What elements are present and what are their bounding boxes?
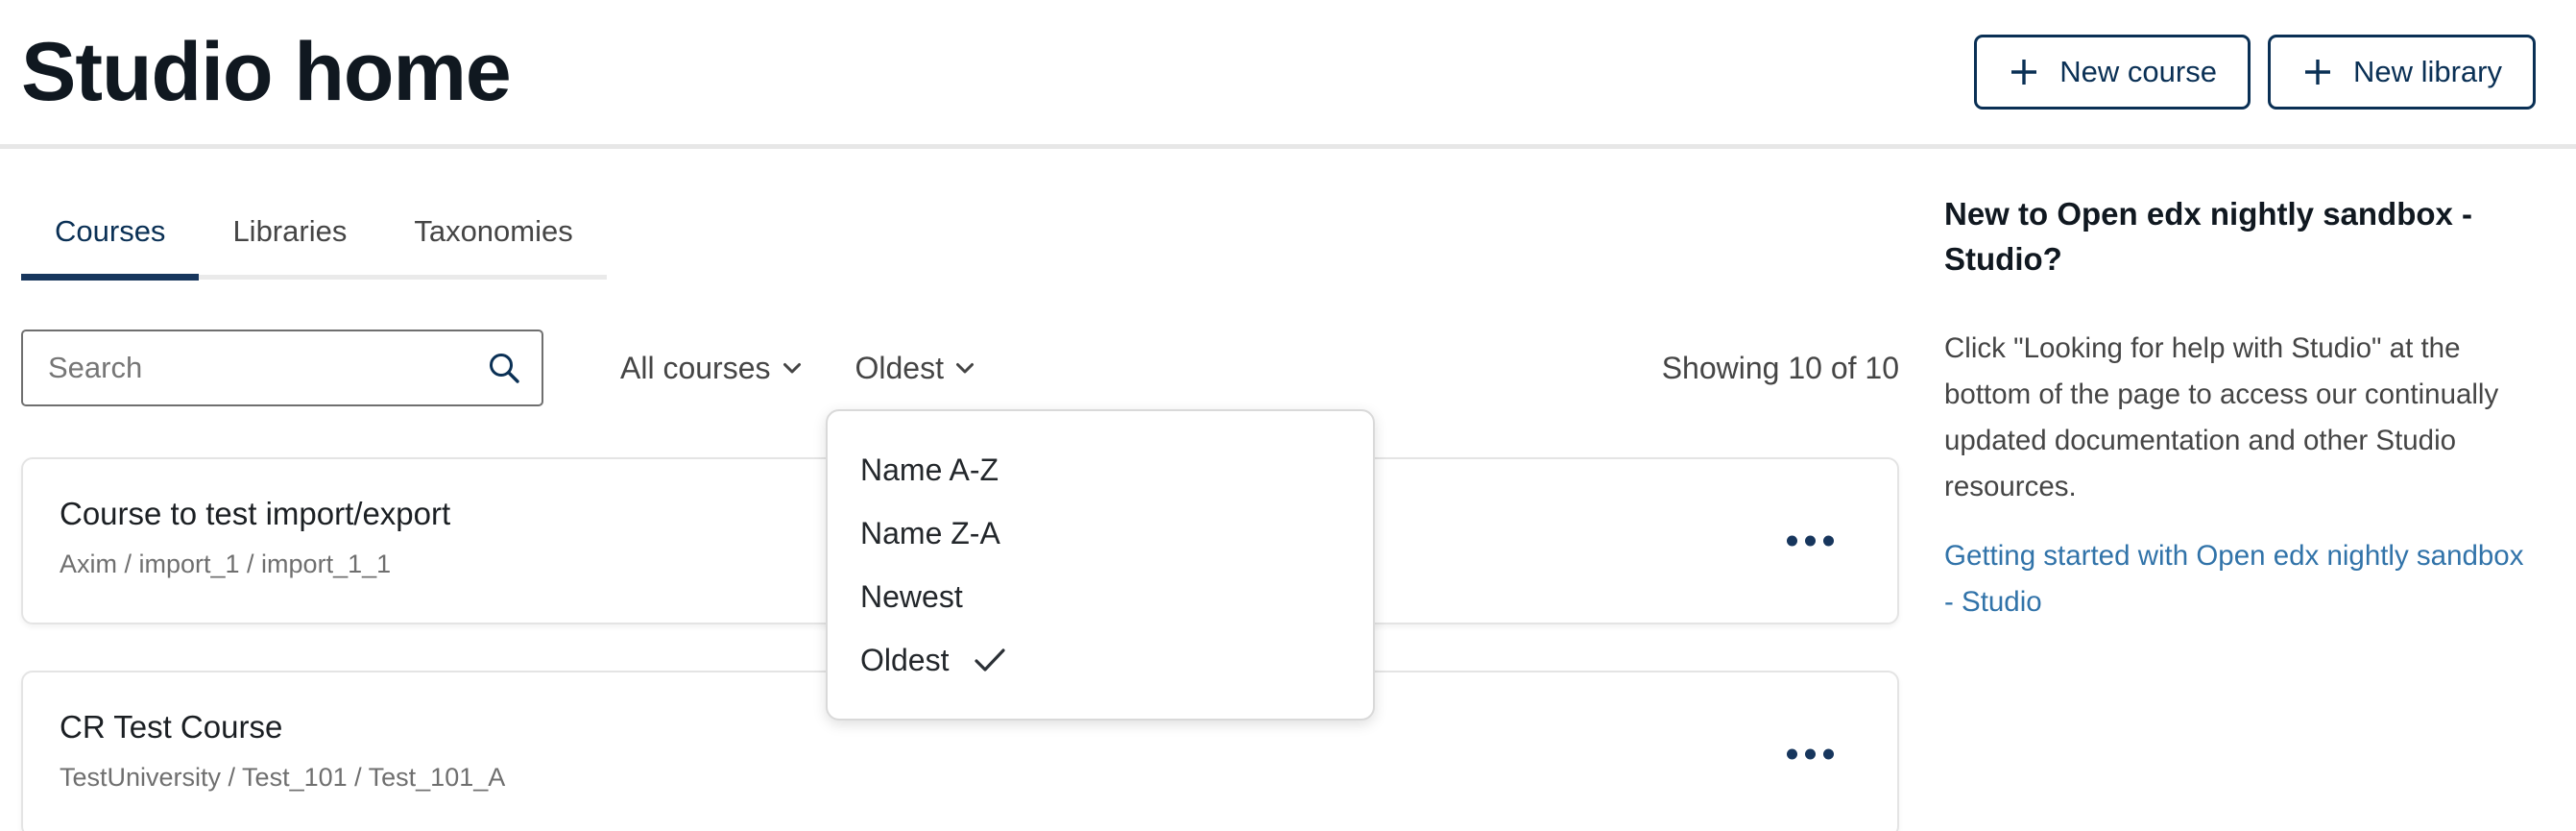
sort-option-name-az[interactable]: Name A-Z	[828, 438, 1373, 501]
new-course-button[interactable]: New course	[1974, 35, 2251, 110]
filter-all-courses[interactable]: All courses	[620, 351, 802, 386]
new-library-button-label: New library	[2352, 55, 2502, 88]
sort-dropdown-menu: Name A-Z Name Z-A Newest Oldest	[826, 409, 1375, 721]
search-box[interactable]	[21, 330, 543, 406]
search-icon	[486, 350, 522, 386]
course-actions-button[interactable]	[1773, 523, 1847, 560]
check-icon	[974, 648, 1006, 673]
help-body-text: Click "Looking for help with Studio" at …	[1944, 332, 2499, 502]
filter-sort-order-label: Oldest	[855, 350, 944, 385]
ellipsis-icon	[1787, 748, 1834, 760]
tab-courses[interactable]: Courses	[21, 193, 200, 281]
getting-started-link[interactable]: Getting started with Open edx nightly sa…	[1944, 540, 2524, 618]
sort-option-label: Oldest	[860, 642, 950, 677]
filter-sort-order[interactable]: Oldest	[855, 351, 975, 386]
sort-option-label: Newest	[860, 578, 963, 614]
sort-option-newest[interactable]: Newest	[828, 565, 1373, 628]
plus-icon	[2008, 56, 2040, 88]
course-org-path: TestUniversity / Test_101 / Test_101_A	[60, 763, 506, 792]
new-course-button-label: New course	[2059, 55, 2217, 88]
ellipsis-icon	[1787, 535, 1834, 547]
page-header: Studio home New course New library	[0, 0, 2576, 144]
search-button[interactable]	[486, 350, 522, 386]
search-input[interactable]	[48, 351, 486, 385]
course-actions-button[interactable]	[1773, 736, 1847, 773]
content-area: Courses Libraries Taxonomies All cour	[0, 149, 2576, 831]
results-count: Showing 10 of 10	[1661, 350, 1899, 385]
sort-option-label: Name Z-A	[860, 515, 1000, 550]
plus-icon	[2301, 56, 2334, 88]
chevron-down-icon	[955, 362, 975, 375]
courses-toolbar: All courses Oldest Showing 10 of 10	[21, 330, 1899, 406]
page-title: Studio home	[21, 25, 512, 118]
course-title[interactable]: CR Test Course	[60, 709, 283, 745]
filter-all-courses-label: All courses	[620, 350, 771, 385]
tab-bar: Courses Libraries Taxonomies	[21, 193, 607, 281]
header-actions: New course New library	[1974, 35, 2536, 110]
tab-libraries[interactable]: Libraries	[199, 193, 380, 281]
new-library-button[interactable]: New library	[2267, 35, 2536, 110]
sort-option-label: Name A-Z	[860, 452, 999, 487]
help-heading: New to Open edx nightly sandbox - Studio…	[1944, 196, 2473, 277]
course-title[interactable]: Course to test import/export	[60, 496, 451, 531]
sort-option-name-za[interactable]: Name Z-A	[828, 501, 1373, 565]
help-panel: New to Open edx nightly sandbox - Studio…	[1944, 149, 2536, 831]
sort-option-oldest[interactable]: Oldest	[828, 628, 1373, 692]
course-org-path: Axim / import_1 / import_1_1	[60, 550, 392, 578]
tab-taxonomies[interactable]: Taxonomies	[380, 193, 606, 281]
header-divider	[0, 144, 2576, 149]
chevron-down-icon	[782, 362, 802, 375]
